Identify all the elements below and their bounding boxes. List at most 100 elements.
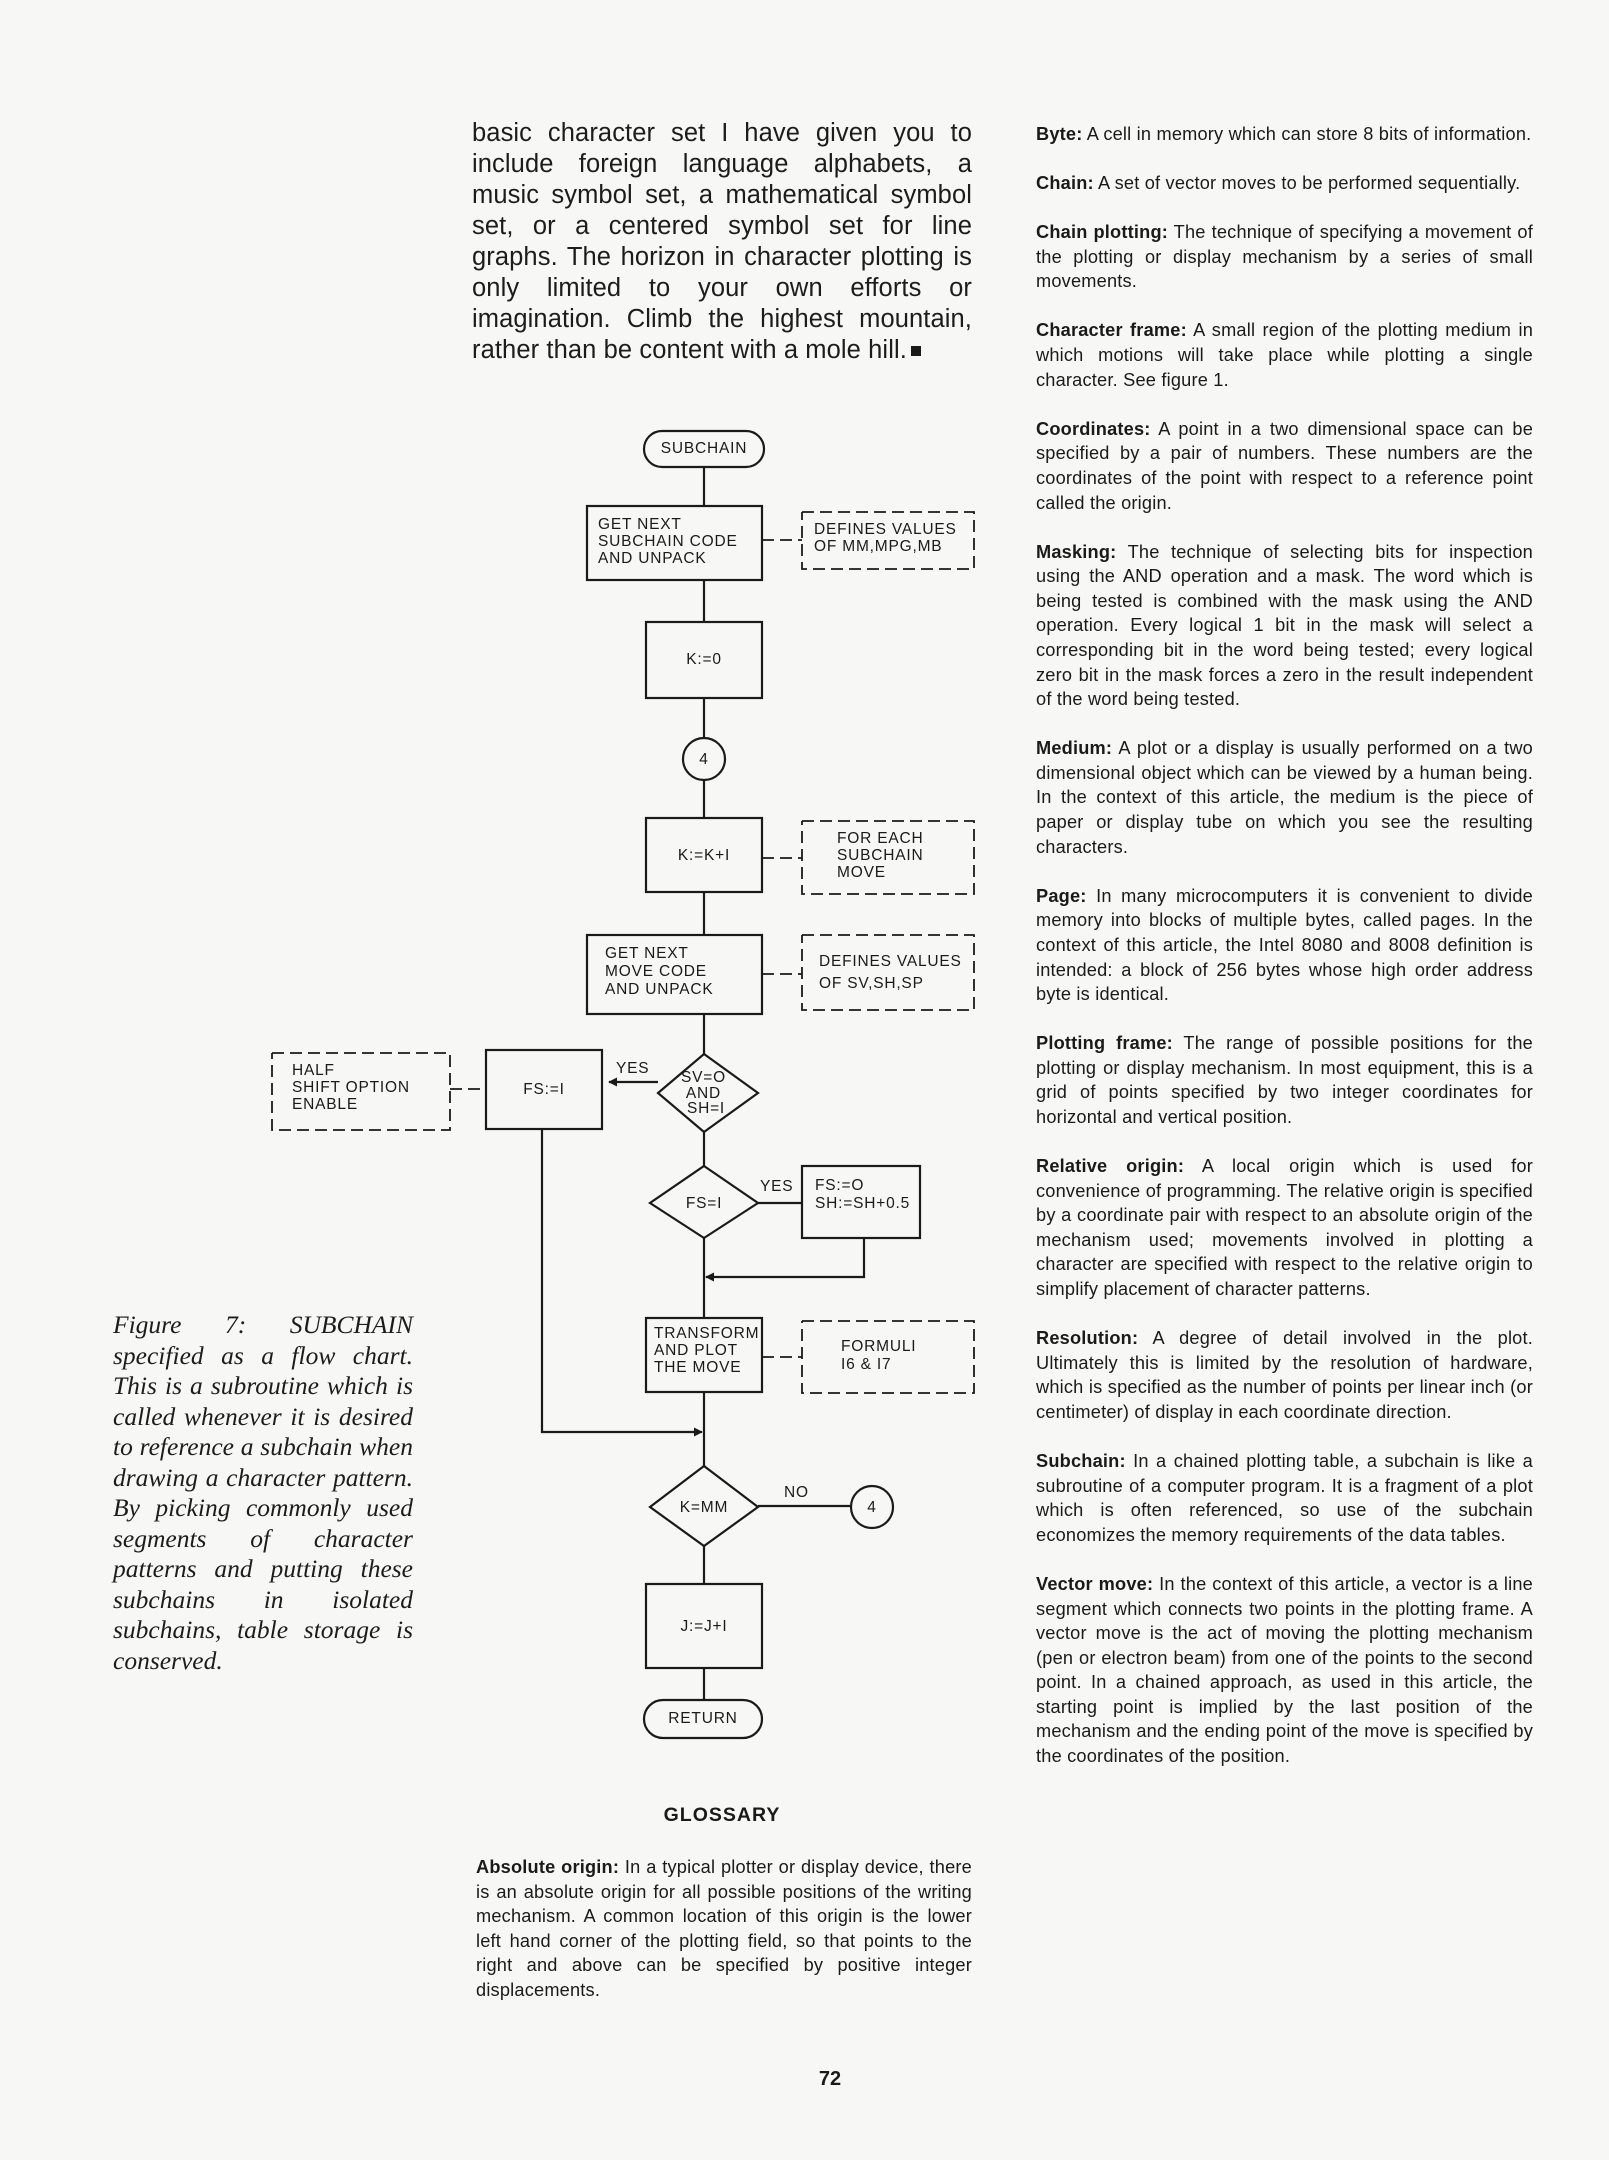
decision-sv-line: AND [686, 1085, 721, 1102]
skip-arrow [540, 1120, 703, 1437]
note-line: I6 & I7 [841, 1356, 891, 1373]
reset-fs-text: FS:=O SH:=SH+0.5 [815, 1177, 910, 1212]
yes-label: YES [616, 1060, 649, 1077]
get-subchain-box [585, 504, 764, 582]
get-move-line: AND UNPACK [605, 981, 713, 998]
glossary-definition: A point in a two dimensional space can b… [1036, 418, 1534, 513]
decision-k-diamond [648, 1464, 760, 1548]
note-bracket [801, 820, 975, 895]
note-line: ENABLE [292, 1096, 358, 1113]
glossary-definition: A set of vector moves to be performed se… [1098, 173, 1521, 194]
note-bracket [801, 511, 975, 570]
merge-arrow [705, 1238, 866, 1282]
init-k-box [644, 620, 764, 700]
glossary-term: Plotting frame: [1036, 1033, 1173, 1054]
yes-label: YES [760, 1178, 793, 1195]
connector-4-label: 4 [867, 1499, 876, 1516]
glossary-entry: Masking: The technique of selecting bits… [1036, 540, 1533, 712]
start-terminator [642, 429, 766, 469]
glossary-entry: Character frame: A small region of the p… [1036, 318, 1533, 392]
glossary-right-column: Byte: A cell in memory which can store 8… [1036, 122, 1533, 1793]
note-defines-mm: DEFINES VALUES OF MM,MPG,MB [814, 521, 962, 555]
glossary-definition: A degree of detail involved in the plot.… [1036, 1328, 1534, 1422]
decision-sv-line: SH=I [687, 1100, 725, 1117]
note-line: OF SV,SH,SP [819, 975, 924, 992]
glossary-entry: Page: In many microcomputers it is conve… [1036, 884, 1533, 1007]
note-for-each: FOR EACH SUBCHAIN MOVE [837, 830, 929, 881]
glossary-entry: Plotting frame: The range of possible po… [1036, 1031, 1533, 1129]
glossary-term: Relative origin: [1036, 1156, 1185, 1177]
reset-fs-line: SH:=SH+0.5 [815, 1195, 910, 1212]
glossary-definition: The range of possible positions for the … [1036, 1033, 1533, 1127]
glossary-term: Medium: [1036, 738, 1113, 759]
glossary-entry: Medium: A plot or a display is usually p… [1036, 736, 1533, 859]
glossary-term: Character frame: [1036, 320, 1187, 341]
init-k-label: K:=0 [686, 651, 722, 668]
glossary-definition: In many microcomputers it is convenient … [1036, 885, 1533, 1005]
glossary-entry: Vector move: In the context of this arti… [1036, 1572, 1533, 1769]
decision-sv-line: SV=O [681, 1069, 726, 1086]
transform-line: THE MOVE [654, 1359, 741, 1376]
glossary-term: Resolution: [1036, 1328, 1139, 1349]
note-half-shift: HALF SHIFT OPTION ENABLE [292, 1062, 415, 1113]
figure-caption: Figure 7: SUBCHAIN specified as a flow c… [113, 1310, 413, 1675]
glossary-term: Subchain: [1036, 1451, 1126, 1472]
decision-k-label: K=MM [680, 1499, 728, 1516]
note-line: FORMULI [841, 1338, 916, 1355]
increment-j-label: J:=J+I [680, 1618, 727, 1635]
glossary-entry: Absolute origin: In a typical plotter or… [476, 1855, 972, 2003]
end-label: RETURN [668, 1710, 737, 1727]
glossary-term: Coordinates: [1036, 418, 1151, 439]
connector-4-circle [681, 736, 727, 782]
glossary-definition: A cell in memory which can store 8 bits … [1086, 124, 1532, 144]
glossary-term: Page: [1036, 885, 1087, 906]
glossary-entry: Chain: A set of vector moves to be perfo… [1036, 171, 1533, 196]
get-subchain-line: SUBCHAIN CODE [598, 533, 738, 550]
decision-fs-label: FS=I [686, 1195, 722, 1212]
glossary-definition: A plot or a display is usually performed… [1036, 738, 1533, 857]
glossary-definition: A small region of the plotting medium in… [1036, 320, 1534, 390]
transform-line: AND PLOT [654, 1342, 738, 1359]
glossary-definition: In the context of this article, a vector… [1036, 1573, 1533, 1767]
glossary-entry: Chain plotting: The technique of specify… [1036, 220, 1533, 294]
note-bracket [801, 1320, 975, 1394]
note-formuli: FORMULI I6 & I7 [841, 1338, 921, 1373]
glossary-term: Absolute origin: [476, 1857, 620, 1877]
get-move-box [585, 933, 764, 1016]
end-terminator [642, 1698, 764, 1740]
get-subchain-text: GET NEXT SUBCHAIN CODE AND UNPACK [598, 516, 743, 567]
end-mark-icon [910, 346, 921, 356]
glossary-entry: Subchain: In a chained plotting table, a… [1036, 1449, 1533, 1547]
connector-4-circle [849, 1484, 895, 1530]
note-line: HALF [292, 1062, 335, 1079]
transform-box [644, 1316, 764, 1394]
increment-j-box [644, 1582, 764, 1670]
intro-text: basic character set I have given you to … [472, 119, 972, 364]
set-fs-label: FS:=I [523, 1081, 564, 1098]
connector-4-label: 4 [699, 751, 708, 768]
note-line: SUBCHAIN [837, 847, 924, 864]
intro-paragraph: basic character set I have given you to … [472, 118, 972, 366]
get-move-line: MOVE CODE [605, 963, 707, 980]
glossary-term: Chain plotting: [1036, 222, 1169, 243]
get-move-text: GET NEXT MOVE CODE AND UNPACK [605, 945, 713, 998]
note-line: FOR EACH [837, 830, 924, 847]
glossary-definition: In a typical plotter or display device, … [476, 1857, 972, 2000]
note-line: SHIFT OPTION [292, 1079, 410, 1096]
note-line: DEFINES VALUES [819, 953, 962, 970]
transform-text: TRANSFORM AND PLOT THE MOVE [654, 1325, 764, 1376]
glossary-term: Chain: [1036, 173, 1094, 194]
reset-fs-box [800, 1164, 922, 1240]
get-move-line: GET NEXT [605, 945, 688, 962]
glossary-definition: The technique of selecting bits for insp… [1036, 541, 1533, 710]
glossary-entry: Coordinates: A point in a two dimensiona… [1036, 417, 1533, 515]
note-line: DEFINES VALUES [814, 521, 957, 538]
glossary-entry: Byte: A cell in memory which can store 8… [1036, 122, 1533, 147]
get-subchain-line: AND UNPACK [598, 550, 706, 567]
note-bracket [801, 934, 975, 1011]
note-line: MOVE [837, 864, 886, 881]
start-label: SUBCHAIN [661, 440, 748, 457]
glossary-entry: Resolution: A degree of detail involved … [1036, 1326, 1533, 1424]
glossary-definition: The technique of specifying a movement o… [1036, 222, 1533, 292]
